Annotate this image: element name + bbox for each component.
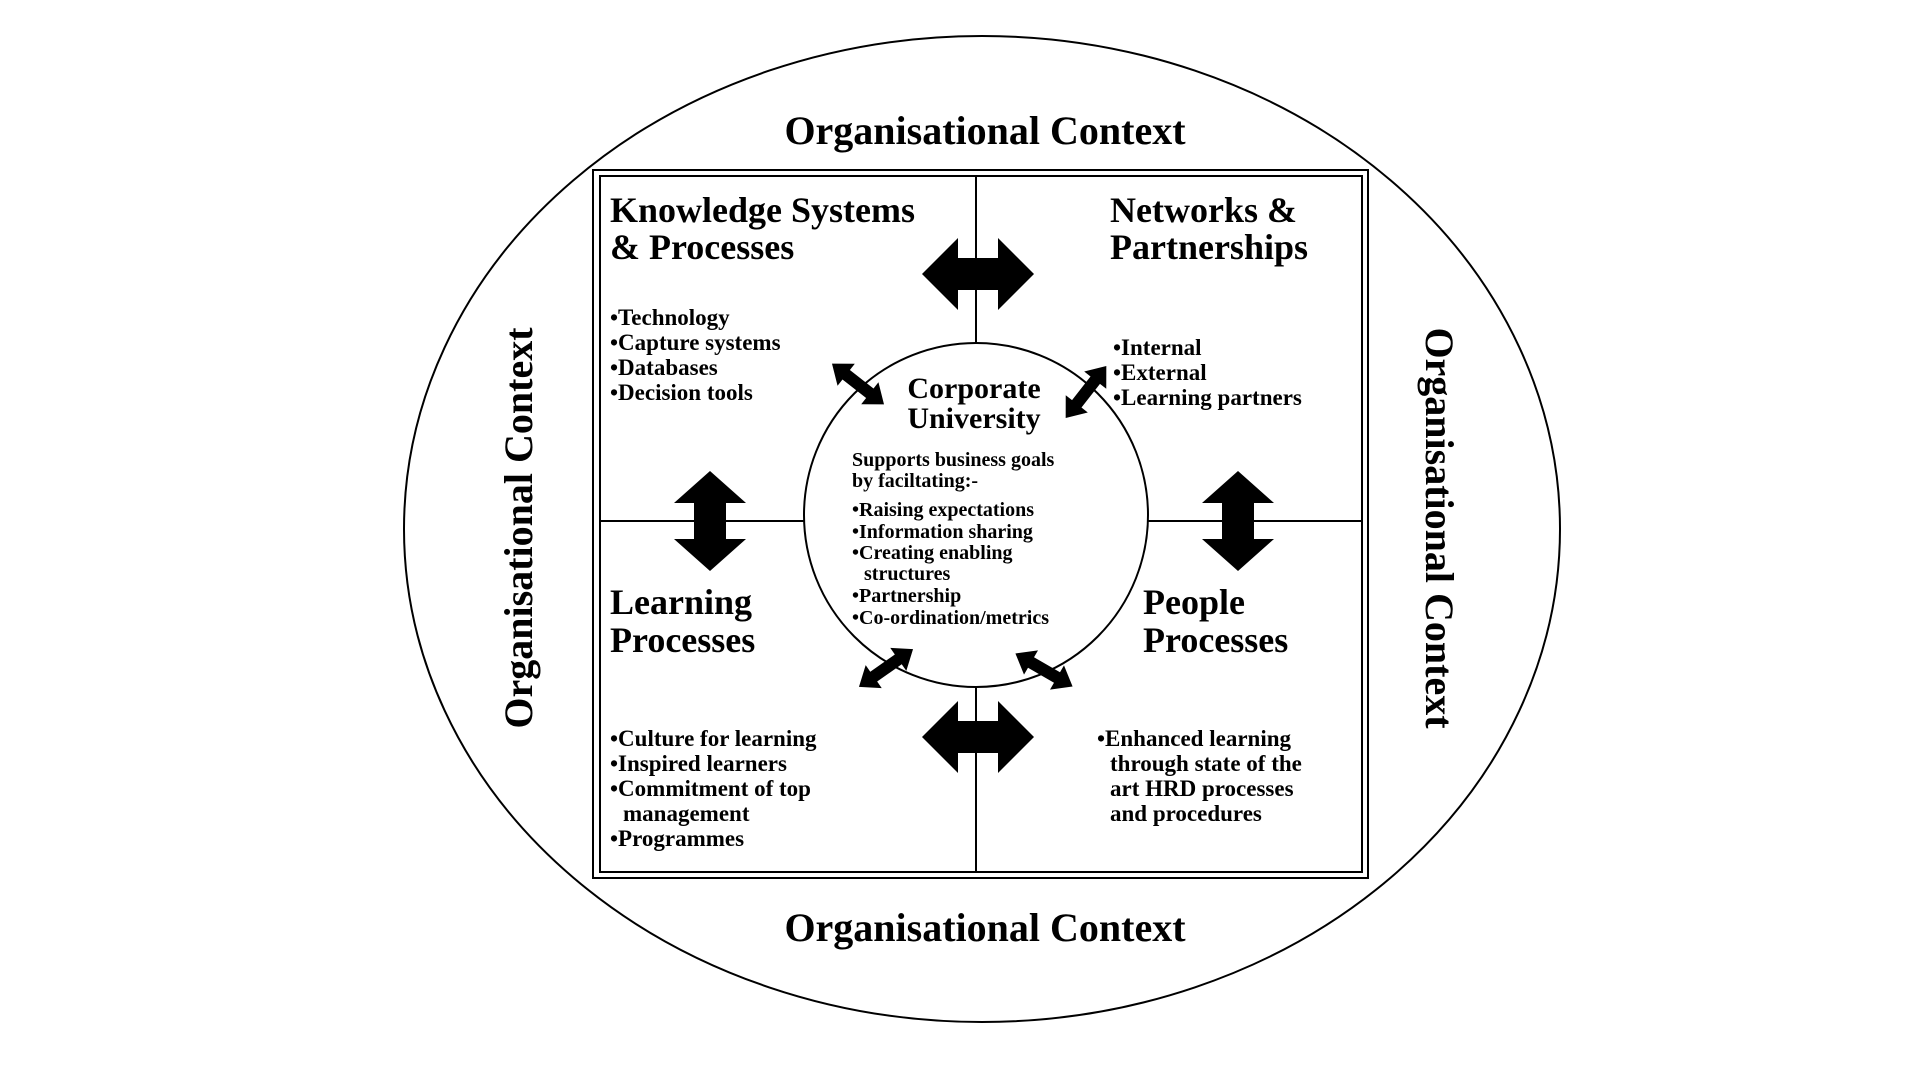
list-item: •External — [1113, 360, 1207, 385]
list-item: •Creating enabling — [852, 542, 1013, 564]
list-item: •Capture systems — [610, 330, 781, 355]
list-item: •Co-ordination/metrics — [852, 607, 1049, 629]
list-item: •Commitment of top — [610, 776, 811, 801]
context-label-top: Organisational Context — [784, 108, 1186, 153]
list-item: •Programmes — [610, 826, 744, 851]
quadrant-title: Processes — [1143, 620, 1288, 660]
list-item: •Partnership — [852, 585, 961, 607]
list-item: •Technology — [610, 305, 730, 330]
quadrant-title: Processes — [610, 620, 755, 660]
quadrant-people-processes: People Processes •Enhanced learning thro… — [1097, 582, 1302, 826]
quadrant-knowledge-systems: Knowledge Systems & Processes •Technolog… — [610, 190, 915, 405]
center-circle — [803, 342, 1149, 688]
list-item: •Raising expectations — [852, 499, 1034, 521]
context-label-left: Organisational Context — [496, 327, 541, 729]
list-item: structures — [864, 563, 950, 585]
list-item: •Information sharing — [852, 521, 1033, 543]
quadrant-title: Networks & — [1110, 190, 1297, 230]
quadrant-title: Partnerships — [1110, 227, 1308, 267]
list-item: •Enhanced learning — [1097, 726, 1292, 751]
quadrant-title: Knowledge Systems — [610, 190, 915, 230]
list-item: through state of the — [1110, 751, 1302, 776]
list-item: •Culture for learning — [610, 726, 817, 751]
list-item: and procedures — [1110, 801, 1262, 826]
center-title: Corporate — [907, 372, 1040, 405]
list-item: •Inspired learners — [610, 751, 787, 776]
quadrant-title: & Processes — [610, 227, 794, 267]
center-title: University — [907, 402, 1040, 435]
quadrant-networks-partnerships: Networks & Partnerships •Internal •Exter… — [1110, 190, 1308, 410]
context-label-bottom: Organisational Context — [784, 905, 1186, 950]
center-intro: Supports business goals — [852, 449, 1055, 471]
center-corporate-university: Corporate University Supports business g… — [852, 372, 1055, 629]
frame-outer-line — [592, 169, 1369, 879]
list-item: •Databases — [610, 355, 718, 380]
list-item: management — [623, 801, 750, 826]
context-label-right: Organisational Context — [1417, 327, 1462, 729]
list-item: •Learning partners — [1113, 385, 1302, 410]
center-intro: by faciltating:- — [852, 470, 978, 492]
quadrant-title: Learning — [610, 582, 752, 622]
list-item: •Internal — [1113, 335, 1202, 360]
frame-inner-line — [599, 175, 1363, 873]
organisational-context-ellipse — [403, 35, 1561, 1023]
quadrant-title: People — [1143, 582, 1245, 622]
quadrant-learning-processes: Learning Processes •Culture for learning… — [610, 582, 817, 851]
arrow-bottom-horizontal — [922, 701, 1034, 773]
arrow-top-horizontal — [922, 238, 1034, 310]
list-item: •Decision tools — [610, 380, 753, 405]
list-item: art HRD processes — [1110, 776, 1294, 801]
